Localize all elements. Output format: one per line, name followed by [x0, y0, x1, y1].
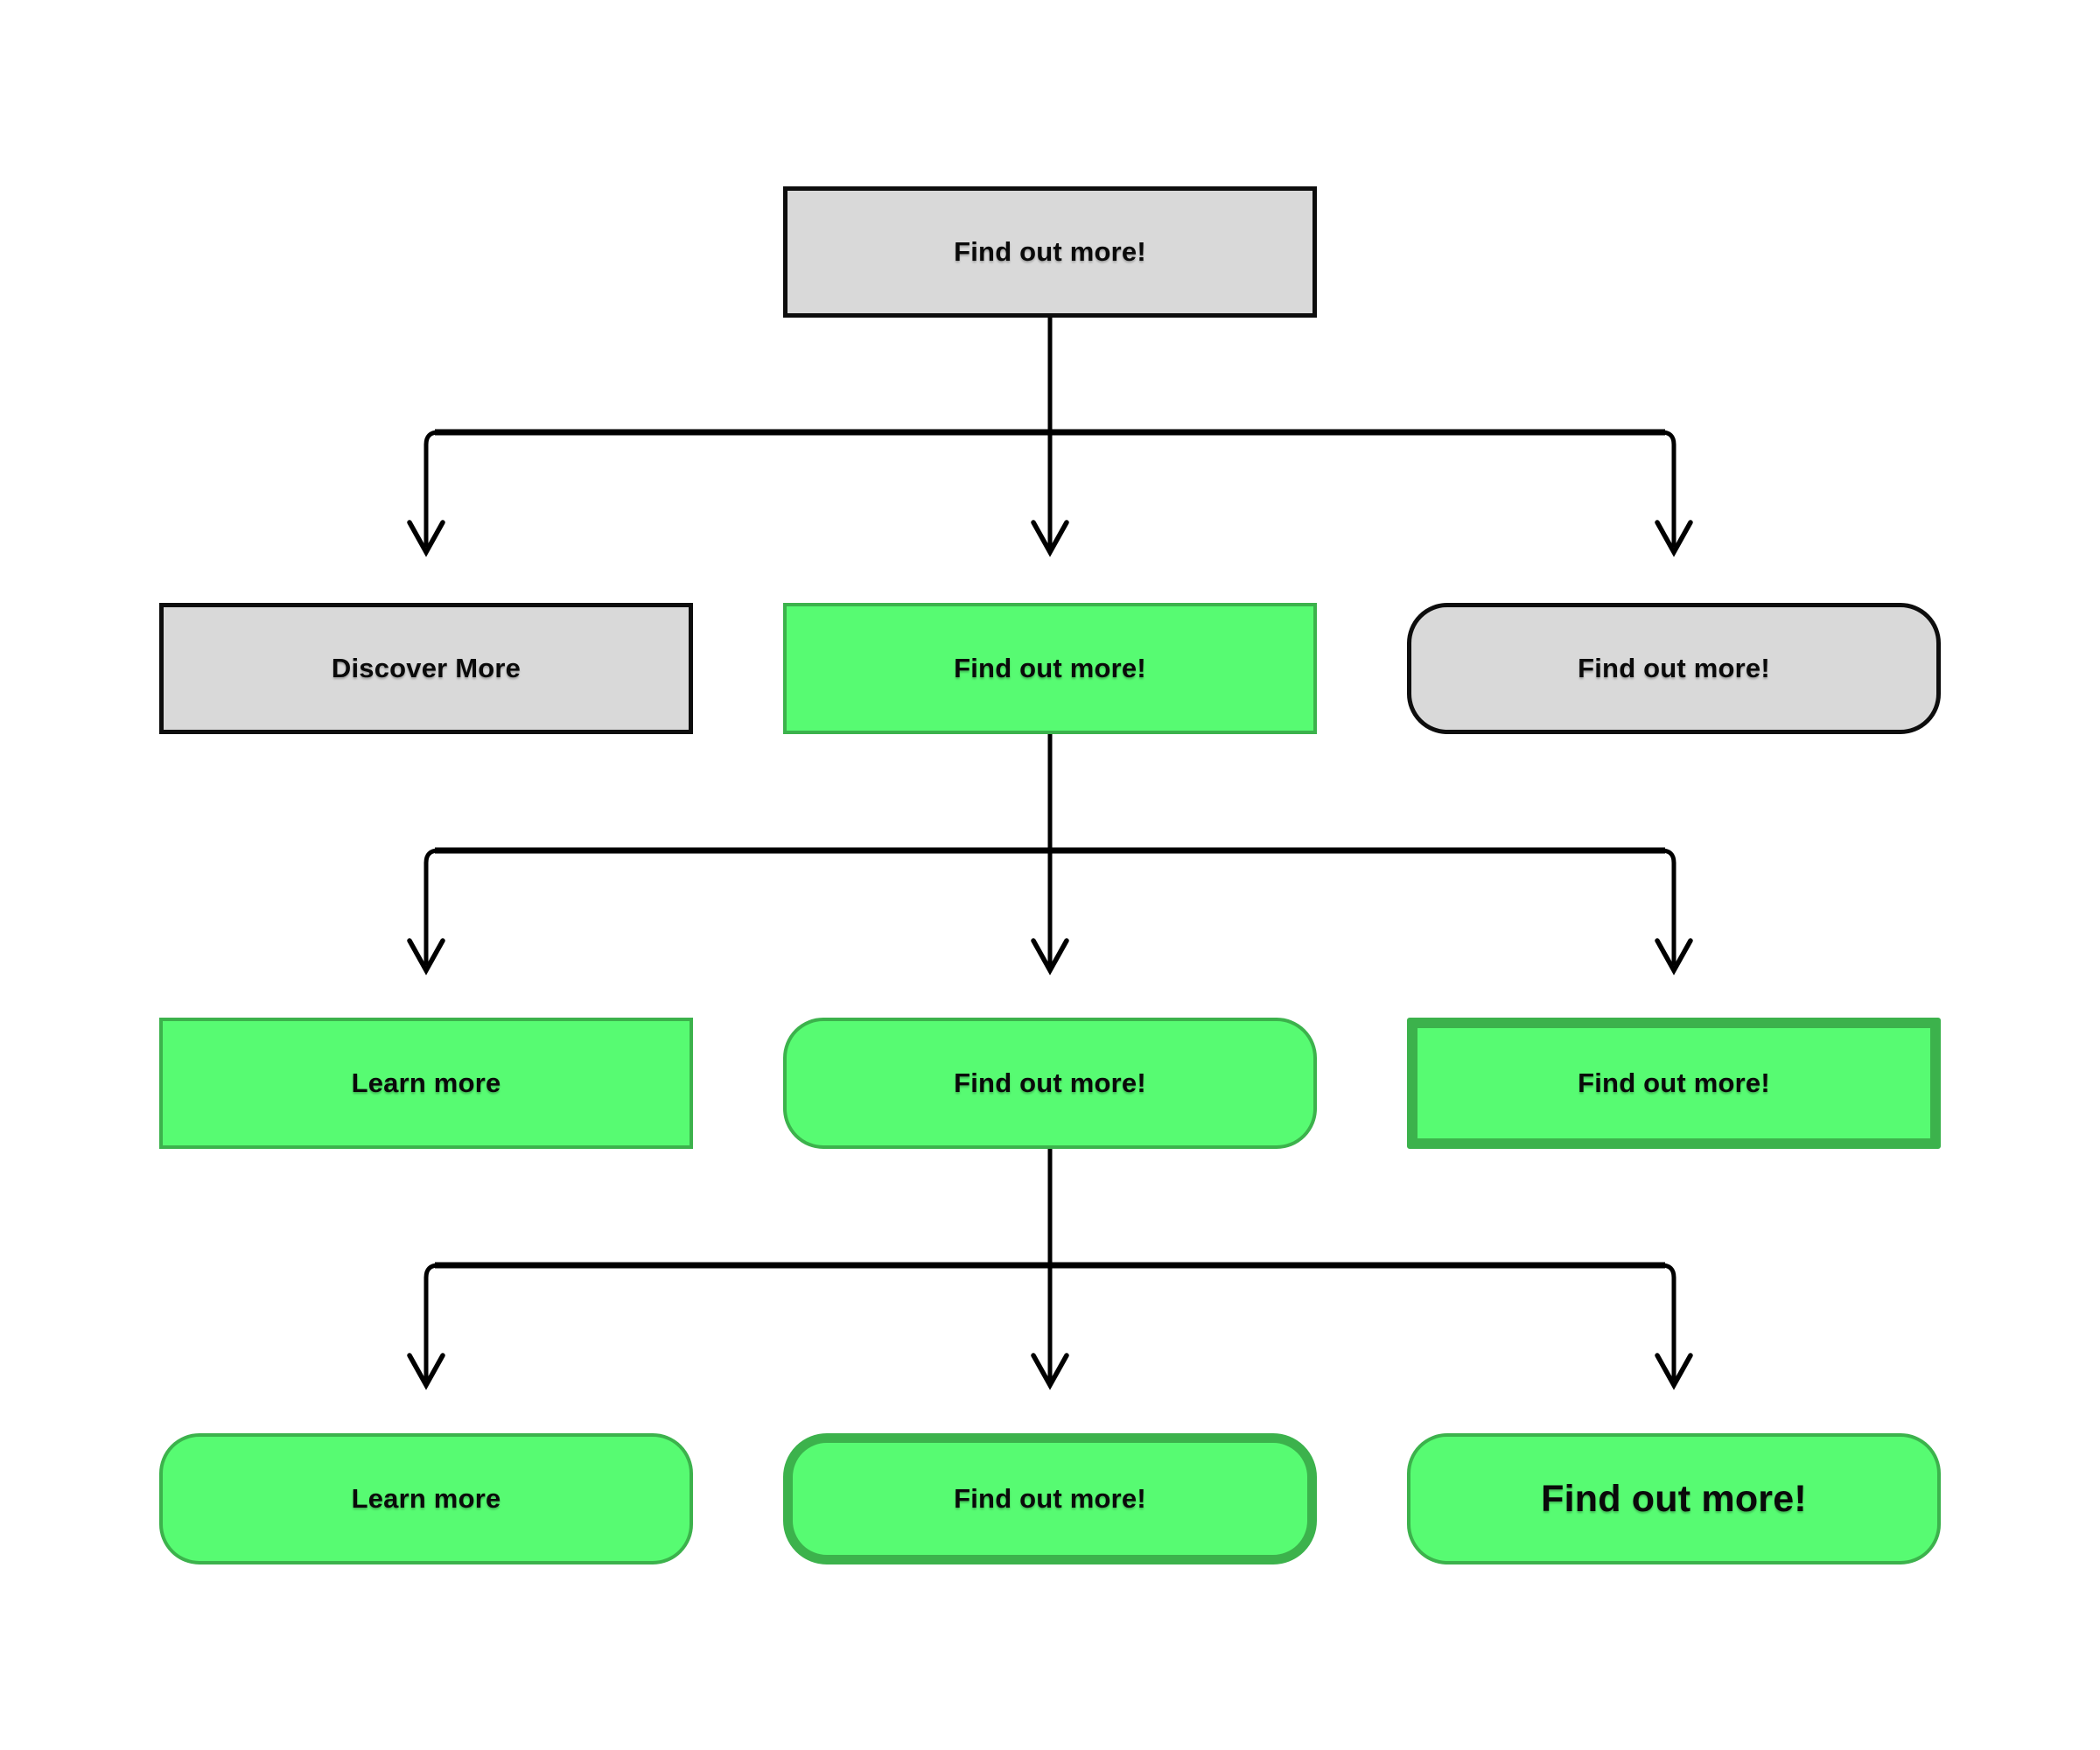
node-row2-middle[interactable]: Find out more!: [783, 603, 1317, 734]
node-row4-left[interactable]: Learn more: [159, 1433, 693, 1564]
node-label: Find out more!: [1541, 1477, 1807, 1520]
arrowhead-down-icon: [407, 938, 445, 976]
node-label: Find out more!: [954, 1068, 1146, 1098]
node-row4-middle[interactable]: Find out more!: [783, 1433, 1317, 1564]
node-label: Find out more!: [954, 653, 1146, 683]
arrowhead-down-icon: [1655, 1353, 1693, 1390]
node-label: Discover More: [331, 653, 522, 683]
arrowhead-down-icon: [1031, 520, 1069, 557]
arrowhead-down-icon: [1031, 938, 1069, 976]
arrowhead-down-icon: [1031, 1353, 1069, 1390]
arrow-group-row1-to-row2: [407, 318, 1693, 557]
arrowhead-down-icon: [1655, 520, 1693, 557]
node-row2-right[interactable]: Find out more!: [1407, 603, 1941, 734]
arrowhead-down-icon: [407, 1353, 445, 1390]
arrowhead-down-icon: [407, 520, 445, 557]
node-label: Find out more!: [954, 236, 1146, 267]
node-label: Learn more: [351, 1483, 501, 1514]
node-row3-right[interactable]: Find out more!: [1407, 1018, 1941, 1149]
node-label: Find out more!: [1578, 1068, 1770, 1098]
node-row1-middle[interactable]: Find out more!: [783, 186, 1317, 318]
arrowhead-down-icon: [1655, 938, 1693, 976]
arrow-group-row3-to-row4: [407, 1149, 1693, 1390]
node-row3-middle[interactable]: Find out more!: [783, 1018, 1317, 1149]
node-row4-right[interactable]: Find out more!: [1407, 1433, 1941, 1564]
node-label: Learn more: [351, 1068, 501, 1098]
node-row2-left[interactable]: Discover More: [159, 603, 693, 734]
node-row3-left[interactable]: Learn more: [159, 1018, 693, 1149]
node-label: Find out more!: [1578, 653, 1770, 683]
node-label: Find out more!: [954, 1483, 1146, 1514]
arrow-group-row2-to-row3: [407, 734, 1693, 976]
